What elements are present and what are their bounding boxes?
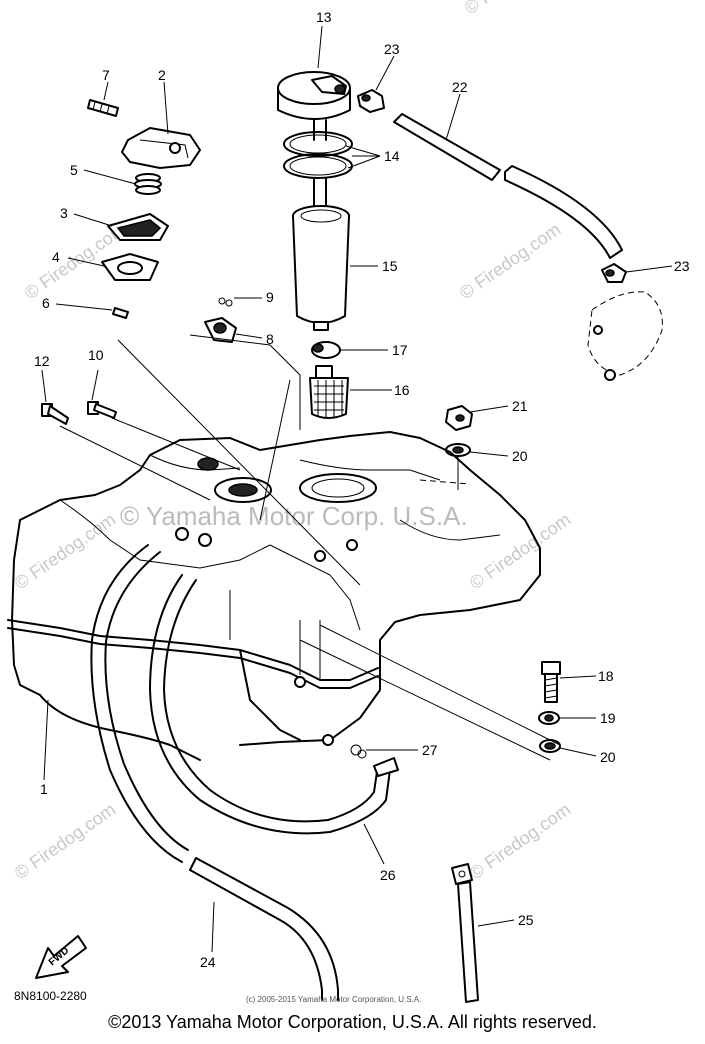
part-26-hose xyxy=(149,574,399,835)
callout-25: 25 xyxy=(518,912,534,928)
watermark-firedog-7: © Firedog.com xyxy=(461,0,569,18)
callout-8: 8 xyxy=(266,331,274,347)
part-12-bolt xyxy=(41,403,69,425)
small-copyright: (c) 2005-2015 Yamaha Motor Corporation, … xyxy=(246,995,421,1004)
part-9-clip xyxy=(218,297,233,307)
part-14-o-rings xyxy=(283,131,353,211)
part-10-bolt xyxy=(87,401,117,419)
part-1-fuel-tank xyxy=(7,431,541,761)
part-27-clip xyxy=(350,744,367,759)
callout-20-upper: 20 xyxy=(512,448,528,464)
part-8-fitting xyxy=(204,317,237,343)
callout-6: 6 xyxy=(42,295,50,311)
part-13-cap xyxy=(277,71,351,141)
callout-4: 4 xyxy=(52,249,60,265)
part-3-diaphragm xyxy=(107,213,169,241)
callout-23-lower: 23 xyxy=(674,258,690,274)
part-6-screw xyxy=(112,307,129,319)
part-2-fuel-cock xyxy=(121,127,201,169)
callout-27: 27 xyxy=(422,742,438,758)
watermark-yamaha: © Yamaha Motor Corp. U.S.A. xyxy=(120,501,468,531)
callout-13: 13 xyxy=(316,9,332,25)
part-20-grommet-lower xyxy=(539,739,561,753)
callout-1: 1 xyxy=(40,781,48,797)
footer-copyright: ©2013 Yamaha Motor Corporation, U.S.A. A… xyxy=(108,1012,597,1032)
part-24-hose xyxy=(90,544,339,1001)
callout-15: 15 xyxy=(382,258,398,274)
part-22-hose xyxy=(393,113,623,259)
callout-16: 16 xyxy=(394,382,410,398)
callout-14: 14 xyxy=(384,148,400,164)
breather-assembly xyxy=(357,89,663,381)
part-17-clamp xyxy=(311,341,341,359)
callout-labels: 13 23 22 7 2 14 5 3 15 23 4 9 6 8 17 12 … xyxy=(34,9,690,970)
watermark-firedog-6: © Firedog.com xyxy=(466,799,574,883)
callout-23-upper: 23 xyxy=(384,41,400,57)
drawing-code: 8N8100-2280 xyxy=(14,989,87,1003)
part-4-cover xyxy=(101,253,159,281)
watermark-firedog-5: © Firedog.com xyxy=(11,799,119,883)
fuel-tank-parts-diagram: © Firedog.com © Firedog.com © Firedog.co… xyxy=(7,0,690,1004)
part-21-nut xyxy=(445,405,473,431)
canister xyxy=(587,291,663,381)
part-5-spring xyxy=(134,173,162,195)
part-20-grommet-upper xyxy=(445,443,471,457)
callout-12: 12 xyxy=(34,353,50,369)
watermarks: © Firedog.com © Firedog.com © Firedog.co… xyxy=(11,0,574,883)
part-7-pin xyxy=(87,99,119,117)
watermark-firedog-2: © Firedog.com xyxy=(456,219,564,303)
part-16-strainer xyxy=(309,365,349,419)
watermark-firedog-3: © Firedog.com xyxy=(11,509,119,593)
part-23-clamp-upper xyxy=(357,89,385,113)
watermark-firedog-4: © Firedog.com xyxy=(466,509,574,593)
part-25-strap xyxy=(451,863,479,1003)
callout-19: 19 xyxy=(600,710,616,726)
callout-5: 5 xyxy=(70,162,78,178)
callout-9: 9 xyxy=(266,289,274,305)
part-19-collar xyxy=(538,711,560,725)
callout-24: 24 xyxy=(200,954,216,970)
callout-20-lower: 20 xyxy=(600,749,616,765)
callout-2: 2 xyxy=(158,67,166,83)
callout-3: 3 xyxy=(60,205,68,221)
part-18-bolt xyxy=(541,661,561,703)
leader-lines xyxy=(41,25,673,953)
pump-filter-assembly xyxy=(277,71,353,419)
fuel-cock-assembly xyxy=(87,99,237,343)
part-23-clamp-lower xyxy=(601,263,627,283)
callout-17: 17 xyxy=(392,342,408,358)
callout-21: 21 xyxy=(512,398,528,414)
callout-7: 7 xyxy=(102,67,110,83)
callout-18: 18 xyxy=(598,668,614,684)
part-15-filter-cylinder xyxy=(292,205,350,331)
alignment-lines xyxy=(59,334,561,761)
callout-26: 26 xyxy=(380,867,396,883)
callout-22: 22 xyxy=(452,79,468,95)
fwd-arrow-icon: FWD xyxy=(35,935,87,979)
callout-10: 10 xyxy=(88,347,104,363)
